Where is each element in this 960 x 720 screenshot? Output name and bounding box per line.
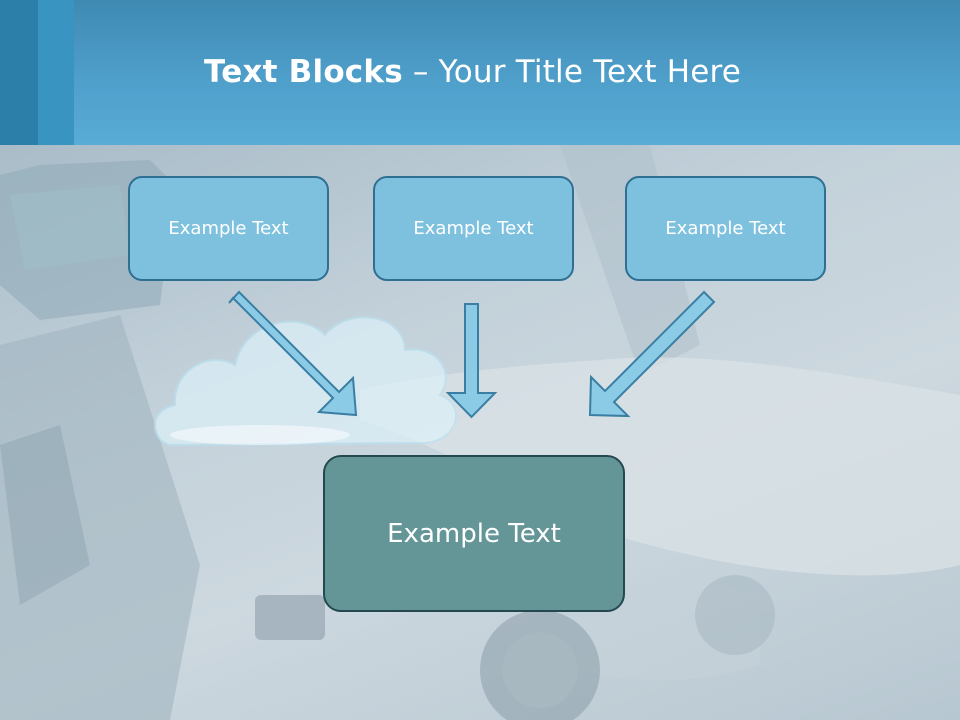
- text-block-3[interactable]: Example Text: [625, 176, 826, 281]
- text-block-2[interactable]: Example Text: [373, 176, 574, 281]
- arrow-down-icon: [445, 303, 498, 419]
- arrow-down-right-icon: [228, 290, 358, 417]
- title-rest-part: Your Title Text Here: [438, 54, 742, 90]
- arrow-down-left-icon: [588, 290, 716, 418]
- text-block-label: Example Text: [168, 218, 289, 239]
- title-bold-part: Text Blocks: [204, 54, 403, 90]
- header-stripe: [38, 0, 74, 145]
- main-text-block-label: Example Text: [387, 518, 561, 549]
- text-block-1[interactable]: Example Text: [128, 176, 329, 281]
- main-text-block[interactable]: Example Text: [323, 455, 625, 612]
- dashboard-illustration: [0, 145, 960, 720]
- header-stripe: [0, 0, 38, 145]
- header-band: Text Blocks – Your Title Text Here: [0, 0, 960, 145]
- cloud-icon: [153, 316, 458, 447]
- text-block-label: Example Text: [413, 218, 534, 239]
- slide-title: Text Blocks – Your Title Text Here: [204, 54, 741, 90]
- text-block-label: Example Text: [665, 218, 786, 239]
- title-dash: –: [402, 54, 439, 90]
